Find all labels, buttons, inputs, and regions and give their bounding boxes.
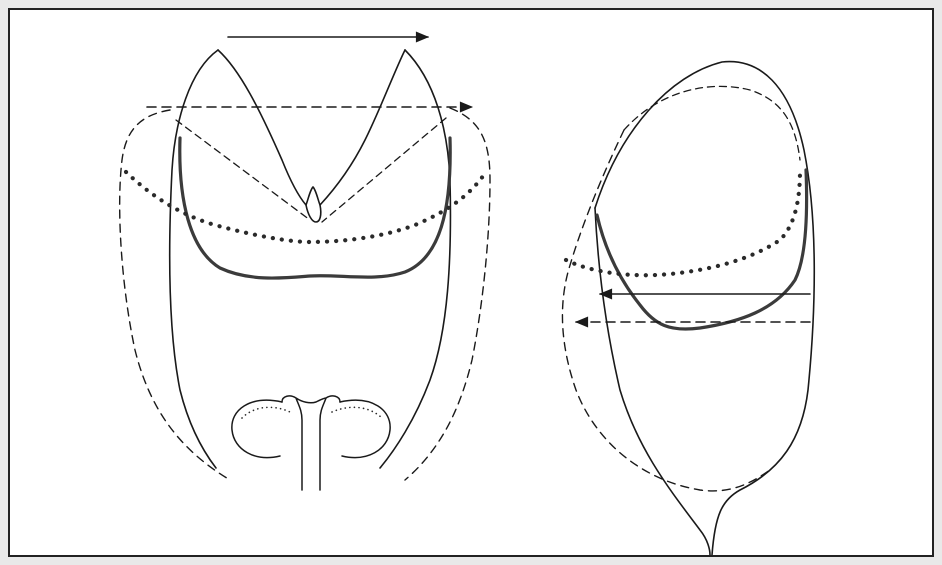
frontal-dashed-inner-right [322, 118, 446, 222]
frontal-neck [282, 396, 340, 490]
frontal-mouth-dotted [242, 407, 382, 418]
frontal-dashed-envelope [120, 108, 490, 480]
figure-canvas [10, 10, 932, 555]
frontal-view [120, 37, 490, 490]
frontal-notch [306, 205, 321, 222]
frontal-bold-curve [180, 138, 450, 278]
frontal-mouth-left [232, 400, 282, 457]
frontal-dashed-inner-left [176, 120, 310, 220]
figure-frame [8, 8, 934, 557]
right-paper-area [550, 10, 932, 555]
frontal-crown-outline [218, 50, 405, 205]
frontal-outer-outline [170, 50, 451, 468]
frontal-mouth-right [340, 400, 390, 457]
